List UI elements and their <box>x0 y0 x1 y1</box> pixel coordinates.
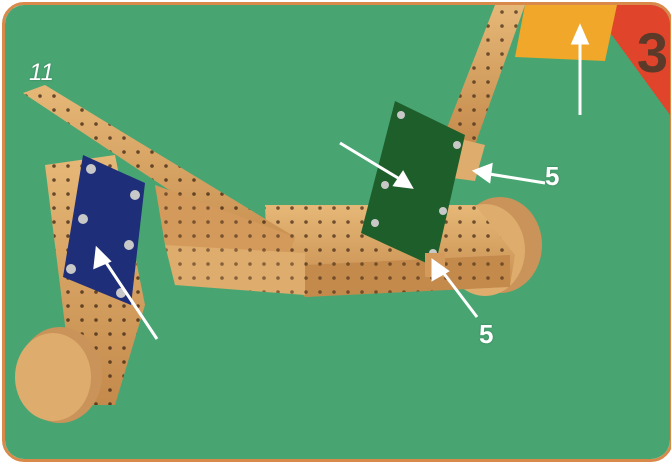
connector-top-label: 5 <box>545 161 559 192</box>
scooter-illustration <box>5 5 670 459</box>
step-number: 3 <box>596 13 666 93</box>
connector-bottom-label: 5 <box>479 319 493 350</box>
handle-bar-count-label: 11 <box>29 59 54 87</box>
